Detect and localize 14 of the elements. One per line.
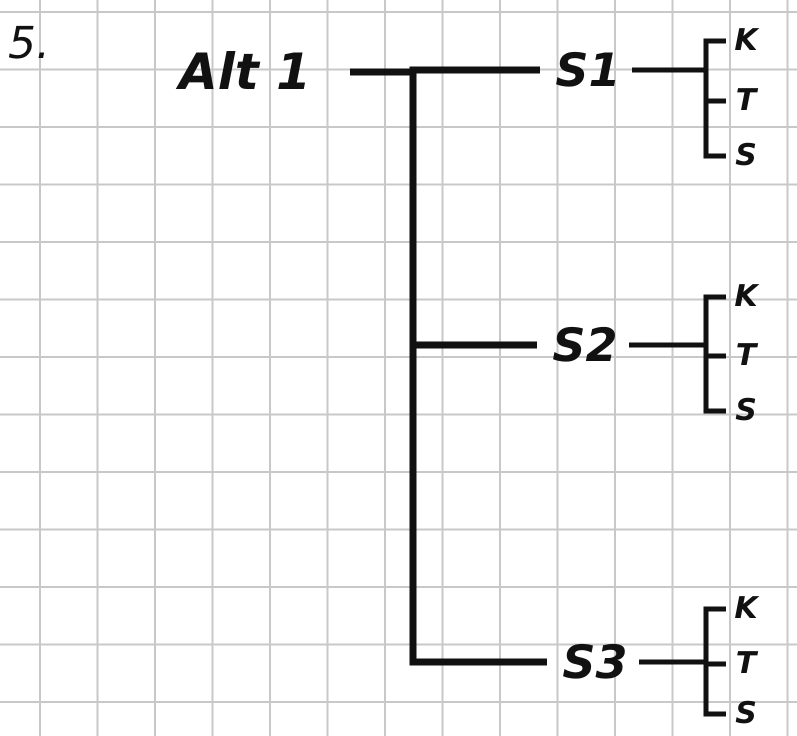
node-text: S2 — [545, 315, 625, 375]
node-text: S — [728, 392, 764, 430]
node-text: T — [728, 337, 764, 375]
node-text: K — [728, 590, 764, 628]
node-text: Alt 1 — [140, 40, 350, 104]
node-text: K — [728, 22, 764, 60]
node-text: S — [728, 137, 764, 175]
node-text: S3 — [555, 632, 635, 692]
node-text: S — [728, 696, 764, 732]
node-text: K — [728, 278, 764, 316]
node-text: T — [728, 82, 764, 120]
node-text: S1 — [548, 40, 628, 100]
node-text: T — [728, 645, 764, 683]
step-number: 5. — [8, 18, 50, 69]
